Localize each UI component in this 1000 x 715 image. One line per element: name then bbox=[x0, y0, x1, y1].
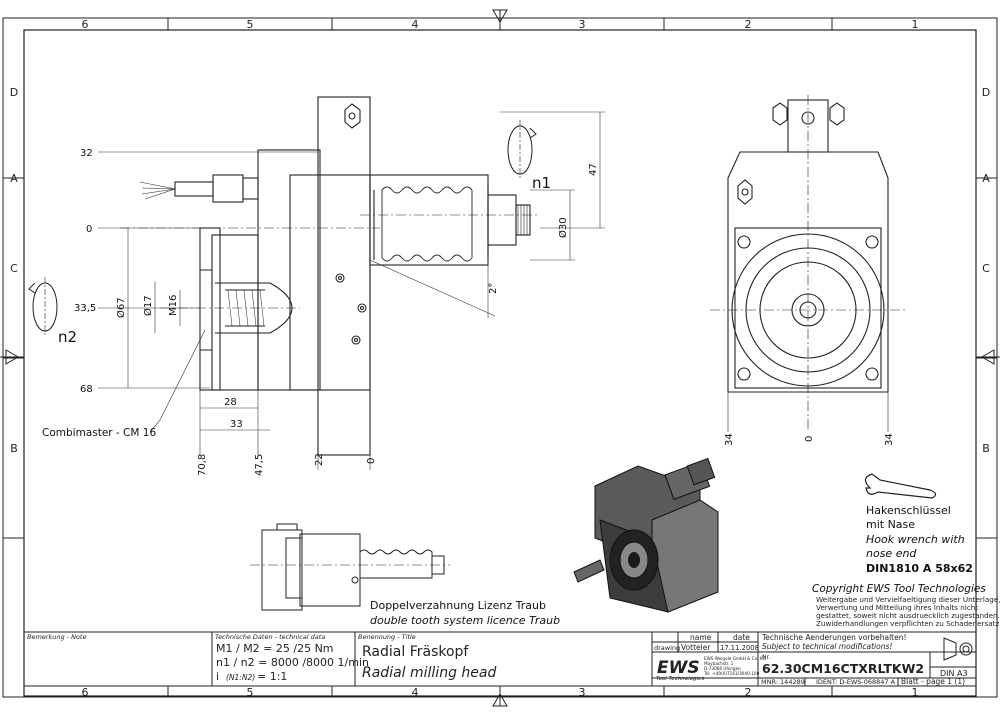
dimension-lines bbox=[98, 111, 605, 470]
col-label-2-top: 2 bbox=[745, 18, 752, 31]
dim-front-34-right: 34 bbox=[884, 433, 895, 446]
col-label-6-bottom: 6 bbox=[82, 686, 89, 699]
col-label-3-bottom: 3 bbox=[579, 686, 586, 699]
dim-front-34-left: 34 bbox=[724, 433, 735, 446]
dim-47-5: 47,5 bbox=[254, 454, 265, 476]
tech-ratio-value: = 1:1 bbox=[257, 670, 287, 683]
dim-22: 22 bbox=[314, 453, 325, 466]
dim-m16: M16 bbox=[168, 295, 179, 316]
address-line-1: EWS Weigele GmbH & Co. KG bbox=[704, 656, 766, 661]
col-name-header: name bbox=[690, 633, 712, 642]
column-ticks bbox=[3, 18, 997, 697]
col-label-4-top: 4 bbox=[412, 18, 419, 31]
copyright-line-2: Verwertung und Mitteilung ihres Inhalts … bbox=[816, 603, 978, 612]
tech-data-label: Technische Daten - technical data bbox=[215, 633, 325, 641]
col-label-3-top: 3 bbox=[579, 18, 586, 31]
dim-28: 28 bbox=[224, 397, 237, 408]
col-label-1-top: 1 bbox=[912, 18, 919, 31]
tech-ratio-n: (N1:N2) bbox=[226, 673, 255, 682]
dim-dia-30: Ø30 bbox=[557, 217, 569, 238]
changes-german: Technische Aenderungen vorbehalten! bbox=[761, 633, 907, 642]
label-n1: n1 bbox=[532, 174, 551, 192]
dim-68: 68 bbox=[80, 384, 93, 395]
label-din-wrench: DIN1810 A 58x62 bbox=[866, 562, 973, 575]
label-hook-wrench-en2: nose end bbox=[866, 547, 917, 560]
row-label-c-right: C bbox=[982, 262, 990, 275]
col-label-1-bottom: 1 bbox=[912, 686, 919, 699]
ews-logo-sub: Tool Technologies bbox=[656, 676, 704, 682]
center-markers bbox=[0, 9, 1000, 707]
changes-english: Subject to technical modifications! bbox=[762, 642, 892, 651]
copyright-line-1: Weitergabe und Vervielfaeltigung dieser … bbox=[816, 595, 1000, 604]
title-block bbox=[23, 631, 977, 687]
label-n2: n2 bbox=[58, 328, 77, 346]
col-label-5-bottom: 5 bbox=[247, 686, 254, 699]
copyright-line-4: Zuwiderhandlungen verpflichten zu Schade… bbox=[816, 619, 1000, 628]
row-label-a-right: A bbox=[982, 172, 990, 185]
rotation-symbol-n1 bbox=[507, 120, 537, 180]
part-number-label: Nr. bbox=[762, 654, 770, 661]
hook-wrench-icon bbox=[864, 473, 937, 499]
title-german: Radial Fräskopf bbox=[362, 644, 469, 660]
dim-0-bottom: 0 bbox=[366, 458, 377, 464]
isometric-3d-view bbox=[573, 457, 719, 613]
col-label-6-top: 6 bbox=[82, 18, 89, 31]
dim-dia-17: Ø17 bbox=[142, 295, 154, 316]
label-combimaster: Combimaster - CM 16 bbox=[42, 427, 156, 439]
dim-32: 32 bbox=[80, 148, 93, 159]
copyright-line-3: gestattet, soweit nicht ausdruecklich zu… bbox=[816, 611, 1000, 620]
remark-label: Bemerkung - Note bbox=[27, 633, 86, 641]
col-label-5-top: 5 bbox=[247, 18, 254, 31]
drawing-date: 17.11.2008 bbox=[720, 644, 759, 652]
row-label-a-left: A bbox=[10, 172, 18, 185]
address-line-2: Maybachstr. 1 bbox=[704, 661, 734, 666]
rotation-symbol-n2 bbox=[28, 277, 58, 337]
bottom-view-double-tooth bbox=[250, 523, 450, 611]
col-date-header: date bbox=[733, 633, 750, 642]
address-line-3: D-73066 Uhingen bbox=[704, 666, 741, 671]
label-hook-wrench-en1: Hook wrench with bbox=[866, 533, 965, 546]
dim-0: 0 bbox=[86, 224, 92, 235]
side-view bbox=[120, 96, 540, 456]
ews-logo: EWS bbox=[657, 658, 700, 678]
combimaster-leader bbox=[149, 329, 206, 433]
tech-ratio-i: i bbox=[216, 670, 219, 683]
dim-dia-67: Ø67 bbox=[115, 297, 127, 318]
drawer-name: Votteler bbox=[681, 643, 711, 652]
dim-33-5: 33,5 bbox=[74, 303, 96, 314]
dim-front-0: 0 bbox=[804, 436, 815, 442]
dim-70-8: 70,8 bbox=[197, 454, 208, 476]
din-format: DIN A3 bbox=[940, 669, 968, 678]
label-double-tooth-en: double tooth system licence Traub bbox=[370, 614, 560, 627]
label-double-tooth-de: Doppelverzahnung Lizenz Traub bbox=[370, 599, 546, 612]
title-english: Radial milling head bbox=[362, 665, 496, 681]
tech-speed: n1 / n2 = 8000 /8000 1/min bbox=[216, 656, 369, 669]
col-label-4-bottom: 4 bbox=[412, 686, 419, 699]
label-hook-wrench-de1: Hakenschlüssel bbox=[866, 504, 951, 517]
ident-number: IDENT: D-EWS-068847 A bbox=[816, 678, 896, 686]
dim-angle-2: 2° bbox=[488, 283, 499, 294]
title-label: Benennung - Title bbox=[358, 633, 416, 641]
part-number: 62.30CM16CTXRLTKW2 bbox=[762, 661, 924, 676]
row-label-d-right: D bbox=[982, 86, 990, 99]
front-view bbox=[710, 95, 905, 432]
row-label-b-right: B bbox=[982, 442, 990, 455]
col-label-2-bottom: 2 bbox=[745, 686, 752, 699]
sheet-page: Blatt - page 1 (1) bbox=[901, 677, 965, 686]
row-label-d-left: D bbox=[10, 86, 18, 99]
row-drawing-label: drawing bbox=[654, 644, 680, 652]
tech-torque: M1 / M2 = 25 /25 Nm bbox=[216, 642, 334, 655]
mnr-number: MNR: 144289 bbox=[761, 678, 805, 686]
dim-33: 33 bbox=[230, 419, 243, 430]
copyright-heading: Copyright EWS Tool Technologies bbox=[812, 583, 986, 595]
address-line-4: Tel. +49(0)7161/3040-100 bbox=[703, 671, 760, 676]
label-hook-wrench-de2: mit Nase bbox=[866, 518, 915, 531]
dim-47: 47 bbox=[588, 163, 599, 176]
row-label-b-left: B bbox=[10, 442, 18, 455]
row-label-c-left: C bbox=[10, 262, 18, 275]
